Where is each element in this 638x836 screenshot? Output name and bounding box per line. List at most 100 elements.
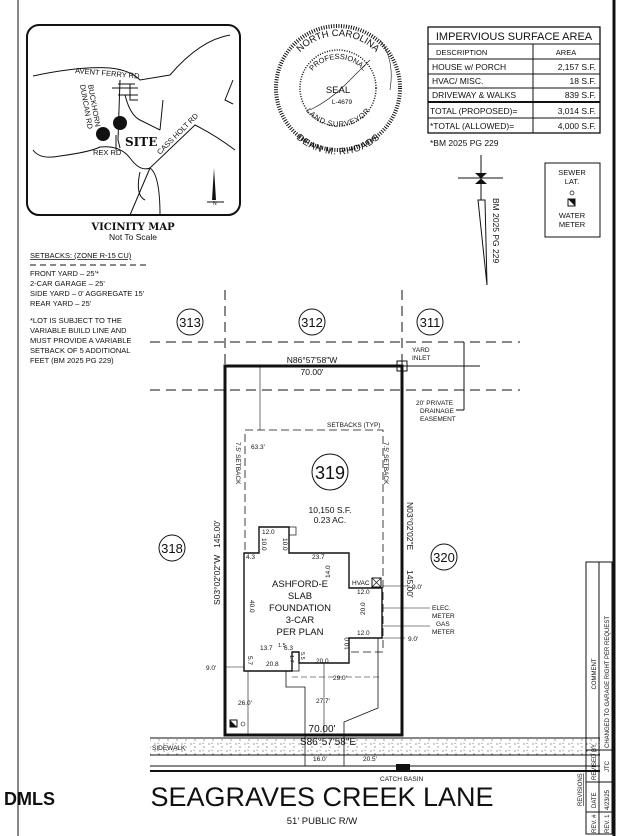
svg-text:1.7: 1.7 [288,655,294,663]
sewer-lateral-icon [569,190,575,196]
svg-text:SETBACKS (TYP): SETBACKS (TYP) [327,422,380,429]
svg-text:DRAINAGE: DRAINAGE [420,408,455,415]
house-footprint [243,526,383,672]
svg-text:AVENT FERRY RD: AVENT FERRY RD [75,66,141,81]
svg-text:9.0': 9.0' [206,665,216,672]
svg-text:LAT.: LAT. [565,177,579,186]
lot-numbers: 313 312 311 318 319 320 [158,308,458,571]
north-arrow-icon [212,168,216,200]
svg-text:SETBACKS: (ZONE R-15 CU): SETBACKS: (ZONE R-15 CU) [30,251,132,260]
svg-text:AREA: AREA [556,48,576,57]
svg-text:320: 320 [433,550,455,565]
dimensions: 63.3' 12.0 10.0 10.0 4.3 23.7 14.0 12.0 … [206,366,422,763]
svg-text:N86°57'58"W: N86°57'58"W [287,355,338,365]
svg-text:HVAC: HVAC [352,580,370,587]
svg-text:SETBACK OF 5 ADDITIONAL: SETBACK OF 5 ADDITIONAL [30,346,130,355]
svg-text:319: 319 [315,463,345,483]
street-name: SEAGRAVES CREEK LANE [150,782,493,812]
svg-text:METER: METER [559,220,586,229]
svg-text:LAND SURVEYOR: LAND SURVEYOR [304,106,372,129]
svg-text:GAS: GAS [436,621,450,628]
svg-text:40.0: 40.0 [248,600,255,613]
svg-text:26.0': 26.0' [238,700,252,707]
svg-text:S86°57'58"E: S86°57'58"E [300,737,356,748]
impervious-surface-table: IMPERVIOUS SURFACE AREA DESCRIPTION AREA… [427,26,601,148]
svg-text:SIDE YARD – 0' AGGREGATE 15': SIDE YARD – 0' AGGREGATE 15' [30,289,145,298]
svg-text:12.0: 12.0 [357,589,370,596]
svg-text:ELEC.: ELEC. [432,605,451,612]
svg-text:BM 2025 PG 229: BM 2025 PG 229 [491,198,501,263]
svg-text:4,000 S.F.: 4,000 S.F. [558,121,596,131]
svg-text:S03°02'02"W: S03°02'02"W [212,555,222,605]
svg-text:N: N [213,201,217,207]
site-marker-icon [96,127,110,141]
svg-text:20' PRIVATE: 20' PRIVATE [416,400,454,407]
utility-legend: SEWER LAT. WATER METER [544,162,601,238]
svg-text:CATCH BASIN: CATCH BASIN [380,776,424,783]
svg-text:23.7: 23.7 [312,554,325,561]
svg-text:PROFESSIONAL: PROFESSIONAL [307,52,369,73]
svg-text:FEET (BM 2025 PG 229): FEET (BM 2025 PG 229) [30,356,114,365]
hvac-icon [371,577,382,588]
svg-text:SIDEWALK: SIDEWALK [152,745,186,752]
svg-text:REVISED BY: REVISED BY [592,744,598,780]
svg-text:10.0: 10.0 [344,637,351,650]
sewer-lateral-icon [240,721,246,727]
vicinity-map-subtitle: Not To Scale [109,232,157,242]
svg-text:CASS HOLT RD: CASS HOLT RD [155,111,200,156]
svg-text:70.00': 70.00' [309,724,336,735]
svg-text:18 S.F.: 18 S.F. [570,76,596,86]
svg-text:312: 312 [301,315,323,330]
lot-area-sf: 10,150 S.F. [308,505,351,515]
svg-text:*LOT IS SUBJECT TO THE: *LOT IS SUBJECT TO THE [30,316,122,325]
svg-text:MUST PROVIDE A VARIABLE: MUST PROVIDE A VARIABLE [30,336,131,345]
svg-text:5.7: 5.7 [246,656,253,665]
house-label: ASHFORD-E SLAB FOUNDATION 3-CAR PER PLAN [269,579,331,638]
svg-text:12.0: 12.0 [357,630,370,637]
svg-text:*TOTAL (ALLOWED)=: *TOTAL (ALLOWED)= [430,121,514,131]
svg-text:70.00': 70.00' [301,367,324,377]
svg-text:3-CAR: 3-CAR [286,615,315,626]
svg-text:20.0: 20.0 [360,602,367,615]
svg-text:839 S.F.: 839 S.F. [565,90,596,100]
svg-text:16.0': 16.0' [313,756,327,763]
svg-text:10.0: 10.0 [260,538,267,551]
svg-text:20.0: 20.0 [316,658,329,665]
svg-text:SITE: SITE [125,135,157,149]
setbacks-notes: SETBACKS: (ZONE R-15 CU) FRONT YARD – 25… [30,251,148,365]
north-arrow: BM 2025 PG 229 [458,155,503,286]
svg-text:14.0: 14.0 [325,565,332,578]
svg-text:JTC: JTC [605,760,611,772]
svg-text:SLAB: SLAB [288,591,312,602]
svg-text:311: 311 [420,315,441,330]
svg-text:FOUNDATION: FOUNDATION [269,603,331,614]
svg-text:9.0': 9.0' [408,636,418,643]
svg-text:1.5: 1.5 [278,643,286,649]
north-arrow-icon [475,173,487,184]
svg-text:PER PLAN: PER PLAN [277,627,324,638]
svg-text:145.00': 145.00' [405,570,415,598]
svg-text:29.0': 29.0' [333,675,347,682]
svg-text:HOUSE w/ PORCH: HOUSE w/ PORCH [432,62,506,72]
svg-text:318: 318 [161,541,183,556]
svg-text:METER: METER [432,629,455,636]
svg-text:4/23/25: 4/23/25 [605,789,611,810]
right-of-way: 51' PUBLIC R/W [287,816,357,827]
annotations: YARD INLET 20' PRIVATE DRAINAGE EASEMENT… [152,347,456,783]
svg-text:INLET: INLET [412,355,430,362]
svg-text:YARD: YARD [412,347,430,354]
svg-text:ASHFORD-E: ASHFORD-E [272,579,328,590]
svg-text:VARIABLE BUILD LINE AND: VARIABLE BUILD LINE AND [30,326,127,335]
svg-text:7.5' SETBACK: 7.5' SETBACK [234,442,241,485]
svg-text:27.7': 27.7' [316,698,330,705]
svg-text:FRONT YARD – 25'*: FRONT YARD – 25'* [30,269,99,278]
vicinity-map-title: VICINITY MAP [90,222,175,233]
svg-text:3,014 S.F.: 3,014 S.F. [558,106,596,116]
svg-text:IMPERVIOUS SURFACE AREA: IMPERVIOUS SURFACE AREA [436,31,593,43]
svg-text:HVAC/ MISC.: HVAC/ MISC. [432,76,483,86]
svg-text:TOTAL (PROPOSED)=: TOTAL (PROPOSED)= [430,106,517,116]
svg-text:2-CAR GARAGE – 25': 2-CAR GARAGE – 25' [30,279,105,288]
surveyor-seal: NORTH CAROLINA DEAN M. RHOADS PROFESSION… [274,24,402,157]
svg-text:9.0': 9.0' [412,584,422,591]
